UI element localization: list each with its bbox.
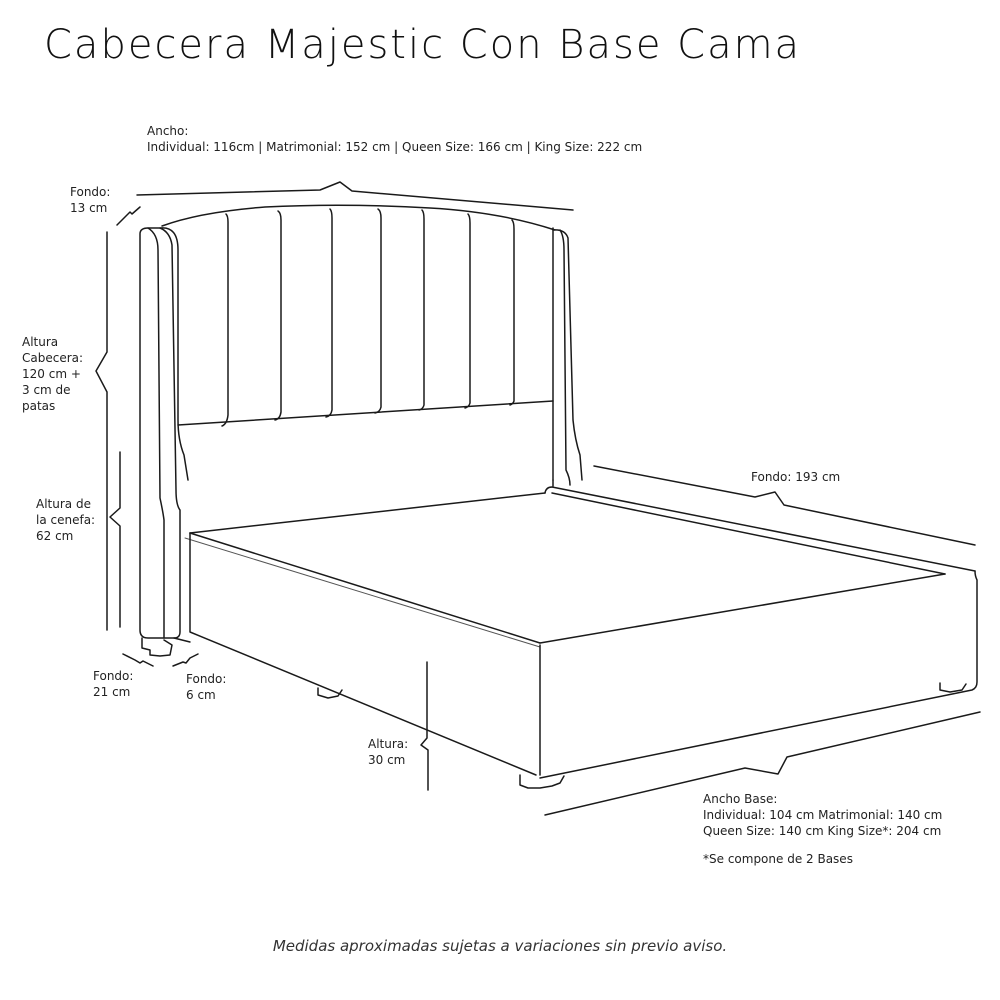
page-title: Cabecera Majestic Con Base Cama [44,22,802,68]
headboard-height-label: Altura Cabecera: 120 cm + 3 cm de patas [22,334,83,414]
leg-depth-6-title: Fondo: [186,672,227,686]
headboard-depth-title: Fondo: [70,185,111,199]
valance-height-line [109,451,121,628]
depth-193-line [593,465,976,546]
headboard-height-line-1: Altura [22,335,59,349]
width-label: Ancho: Individual: 116cm | Matrimonial: … [147,123,642,155]
base-front-face [189,532,537,776]
base-depth-text: Fondo: 193 cm [751,470,841,484]
headboard-bottom [177,400,554,426]
headboard-depth-value: 13 cm [70,201,108,215]
headboard-top [161,204,556,231]
leg-depth-21-value: 21 cm [93,685,131,699]
base-width-title: Ancho Base: [703,792,778,806]
headboard-right-wing [552,229,583,481]
depth-6-bracket [172,653,199,667]
width-label-title: Ancho: [147,124,189,138]
disclaimer-footer: Medidas aproximadas sujetas a variacione… [272,937,728,955]
depth-13-bracket [116,206,141,226]
headboard-height-line-5: patas [22,399,56,413]
base-top-front-edge [189,492,546,534]
base-width-line [544,711,981,816]
headboard-height-line-2: Cabecera: [22,351,84,365]
leg-depth-21-label: Fondo: 21 cm [93,668,133,700]
base-height-label: Altura: 30 cm [368,736,408,768]
headboard-height-line-4: 3 cm de [22,383,71,397]
width-dimension-line [136,181,574,211]
headboard-height-line-3: 120 cm + [22,367,81,381]
base-top-right-edge [551,492,946,575]
base-height-title: Altura: [368,737,409,751]
base-width-label: Ancho Base: Individual: 104 cm Matrimoni… [703,791,942,839]
valance-height-line-3: 62 cm [36,529,74,543]
width-label-values: Individual: 116cm | Matrimonial: 152 cm … [147,140,643,154]
base-note: *Se compone de 2 Bases [703,852,853,866]
leg-depth-21-title: Fondo: [93,669,134,683]
base-width-line-2: Queen Size: 140 cm King Size*: 204 cm [703,824,942,838]
base-height-value: 30 cm [368,753,406,767]
leg-depth-6-label: Fondo: 6 cm [186,671,226,703]
base-width-line-1: Individual: 104 cm Matrimonial: 140 cm [703,808,943,822]
leg-depth-6-value: 6 cm [186,688,216,702]
valance-height-line-1: Altura de [36,497,91,511]
headboard-height-line [95,231,108,631]
depth-21-bracket [122,653,154,667]
headboard-depth-label: Fondo: 13 cm [70,184,110,216]
base-depth-label: Fondo: 193 cm [751,469,840,485]
valance-height-line-2: la cenefa: [36,513,96,527]
valance-height-label: Altura de la cenefa: 62 cm [36,496,95,544]
base-height-line [420,661,429,791]
